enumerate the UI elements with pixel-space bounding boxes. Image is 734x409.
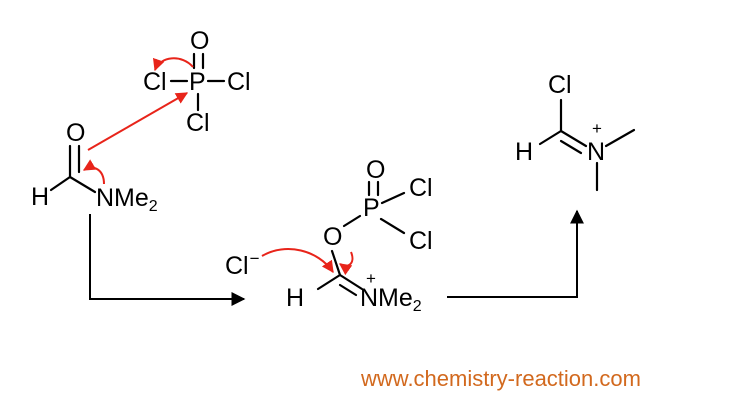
intermediate-iminium-nitrogen: NMe2 [360, 284, 422, 315]
product-positive-charge: + [592, 119, 602, 138]
product-c-h-bond [538, 129, 563, 146]
dmf-oxygen: O [66, 119, 85, 147]
intermediate-chlorine-top: Cl [409, 174, 433, 202]
reaction-arrow-step-2 [447, 209, 584, 298]
arrow-oxygen-attacks-phosphorus [87, 92, 189, 151]
intermediate-p-cl-bottom-bond [379, 217, 406, 235]
intermediate-c-h-bond [316, 273, 342, 291]
arrow-chloride-attacks-carbon [261, 248, 334, 273]
intermediate-c-n-double-bond-b [338, 283, 358, 297]
intermediate-phosphoryl-oxygen: O [366, 156, 385, 184]
dmf-molecule: O H NMe2 [31, 119, 158, 215]
product-n-methyl-right [604, 128, 636, 148]
intermediate-o-p-bond [342, 214, 362, 228]
intermediate-positive-charge: + [366, 269, 376, 288]
vilsmeier-reagent-molecule: Cl H N + [515, 71, 636, 192]
intermediate-hydrogen: H [286, 284, 304, 312]
intermediate-phosphorus: P [363, 194, 380, 222]
intermediate-chlorine-bottom: Cl [409, 227, 433, 255]
pocl3-chlorine-right: Cl [227, 68, 251, 96]
pocl3-oxygen: O [190, 27, 209, 55]
chloride-ion: Cl− [225, 249, 260, 280]
intermediate-o-c-bond [330, 249, 342, 277]
reaction-arrow-step-1 [89, 214, 246, 306]
dmf-nitrogen-nme2: NMe2 [96, 184, 158, 215]
product-hydrogen: H [515, 138, 533, 166]
dmf-c-h-bond [49, 175, 72, 192]
intermediate-c-n-double-bond-a [338, 273, 364, 291]
arrow-n-lone-pair-to-carbonyl [82, 159, 105, 185]
product-iminium-nitrogen: N [587, 138, 605, 166]
arrow-po-pi-bond-to-oxygen [152, 57, 194, 72]
product-chlorine: Cl [548, 71, 572, 99]
intermediate-molecule: Cl− O P O Cl Cl H NMe2 + [225, 156, 433, 315]
product-c-n-double-bond-a [559, 129, 588, 148]
site-watermark: www.chemistry-reaction.com [360, 366, 641, 391]
pocl3-chlorine-bottom: Cl [186, 109, 210, 137]
intermediate-bridging-oxygen: O [323, 223, 342, 251]
dmf-c-n-bond [68, 175, 97, 194]
dmf-hydrogen: H [31, 183, 49, 211]
intermediate-p-cl-top-bond [380, 191, 406, 205]
product-c-n-double-bond-b [559, 139, 583, 155]
pocl3-chlorine-left: Cl [143, 68, 167, 96]
pocl3-phosphorus: P [189, 68, 206, 96]
pocl3-molecule: O P Cl Cl Cl [143, 27, 251, 137]
arrow-c-o-bond-breaks [339, 251, 354, 276]
